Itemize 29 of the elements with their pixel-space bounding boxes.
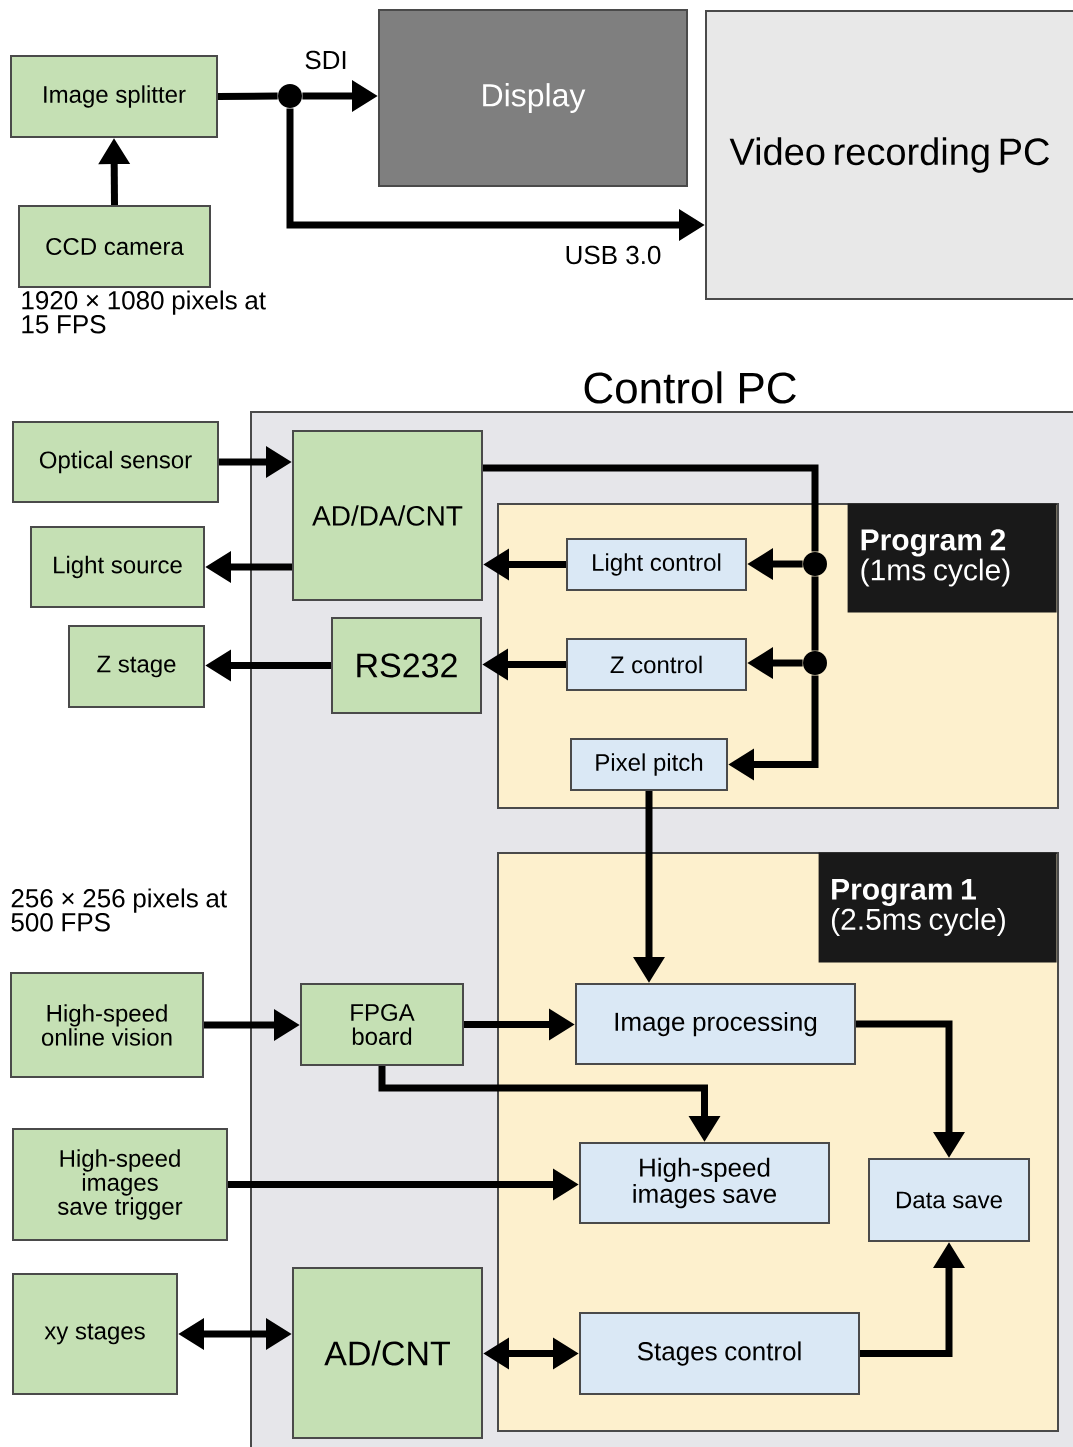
process-box: Light control bbox=[566, 538, 747, 591]
device-box: High-speed online vision bbox=[10, 972, 204, 1078]
device-box: Optical sensor bbox=[12, 421, 219, 503]
device-box: RS232 bbox=[331, 617, 482, 714]
edge-label: SDI bbox=[302, 48, 350, 72]
device-box: AD/DA/CNT bbox=[292, 430, 483, 601]
device-box: Light source bbox=[30, 526, 205, 608]
junction-dot bbox=[803, 651, 827, 675]
device-box: AD/CNT bbox=[292, 1267, 483, 1439]
caption-text: 256 × 256 pixels at 500 FPS bbox=[11, 888, 227, 932]
device-box: FPGA board bbox=[300, 983, 464, 1066]
device-box: High-speed images save trigger bbox=[12, 1128, 228, 1241]
process-box: Stages control bbox=[579, 1312, 860, 1395]
junction-dot bbox=[803, 552, 827, 576]
computer-box: Video recording PC bbox=[705, 10, 1073, 300]
caption-text: 1920 × 1080 pixels at 15 FPS bbox=[22, 290, 266, 334]
process-box: Image processing bbox=[575, 983, 856, 1065]
process-box: Pixel pitch bbox=[570, 738, 728, 791]
edge-label: USB 3.0 bbox=[562, 243, 664, 267]
device-box: Z stage bbox=[68, 625, 205, 708]
process-box: Z control bbox=[566, 638, 747, 691]
display-box: Display bbox=[378, 9, 688, 187]
device-box: xy stages bbox=[12, 1273, 178, 1395]
process-box: High-speed images save bbox=[579, 1142, 830, 1224]
device-box: Image splitter bbox=[10, 55, 218, 138]
process-box: Data save bbox=[868, 1158, 1030, 1242]
junction-dot bbox=[278, 84, 302, 108]
node-label: Control PC bbox=[584, 371, 796, 404]
device-box: CCD camera bbox=[18, 205, 211, 288]
